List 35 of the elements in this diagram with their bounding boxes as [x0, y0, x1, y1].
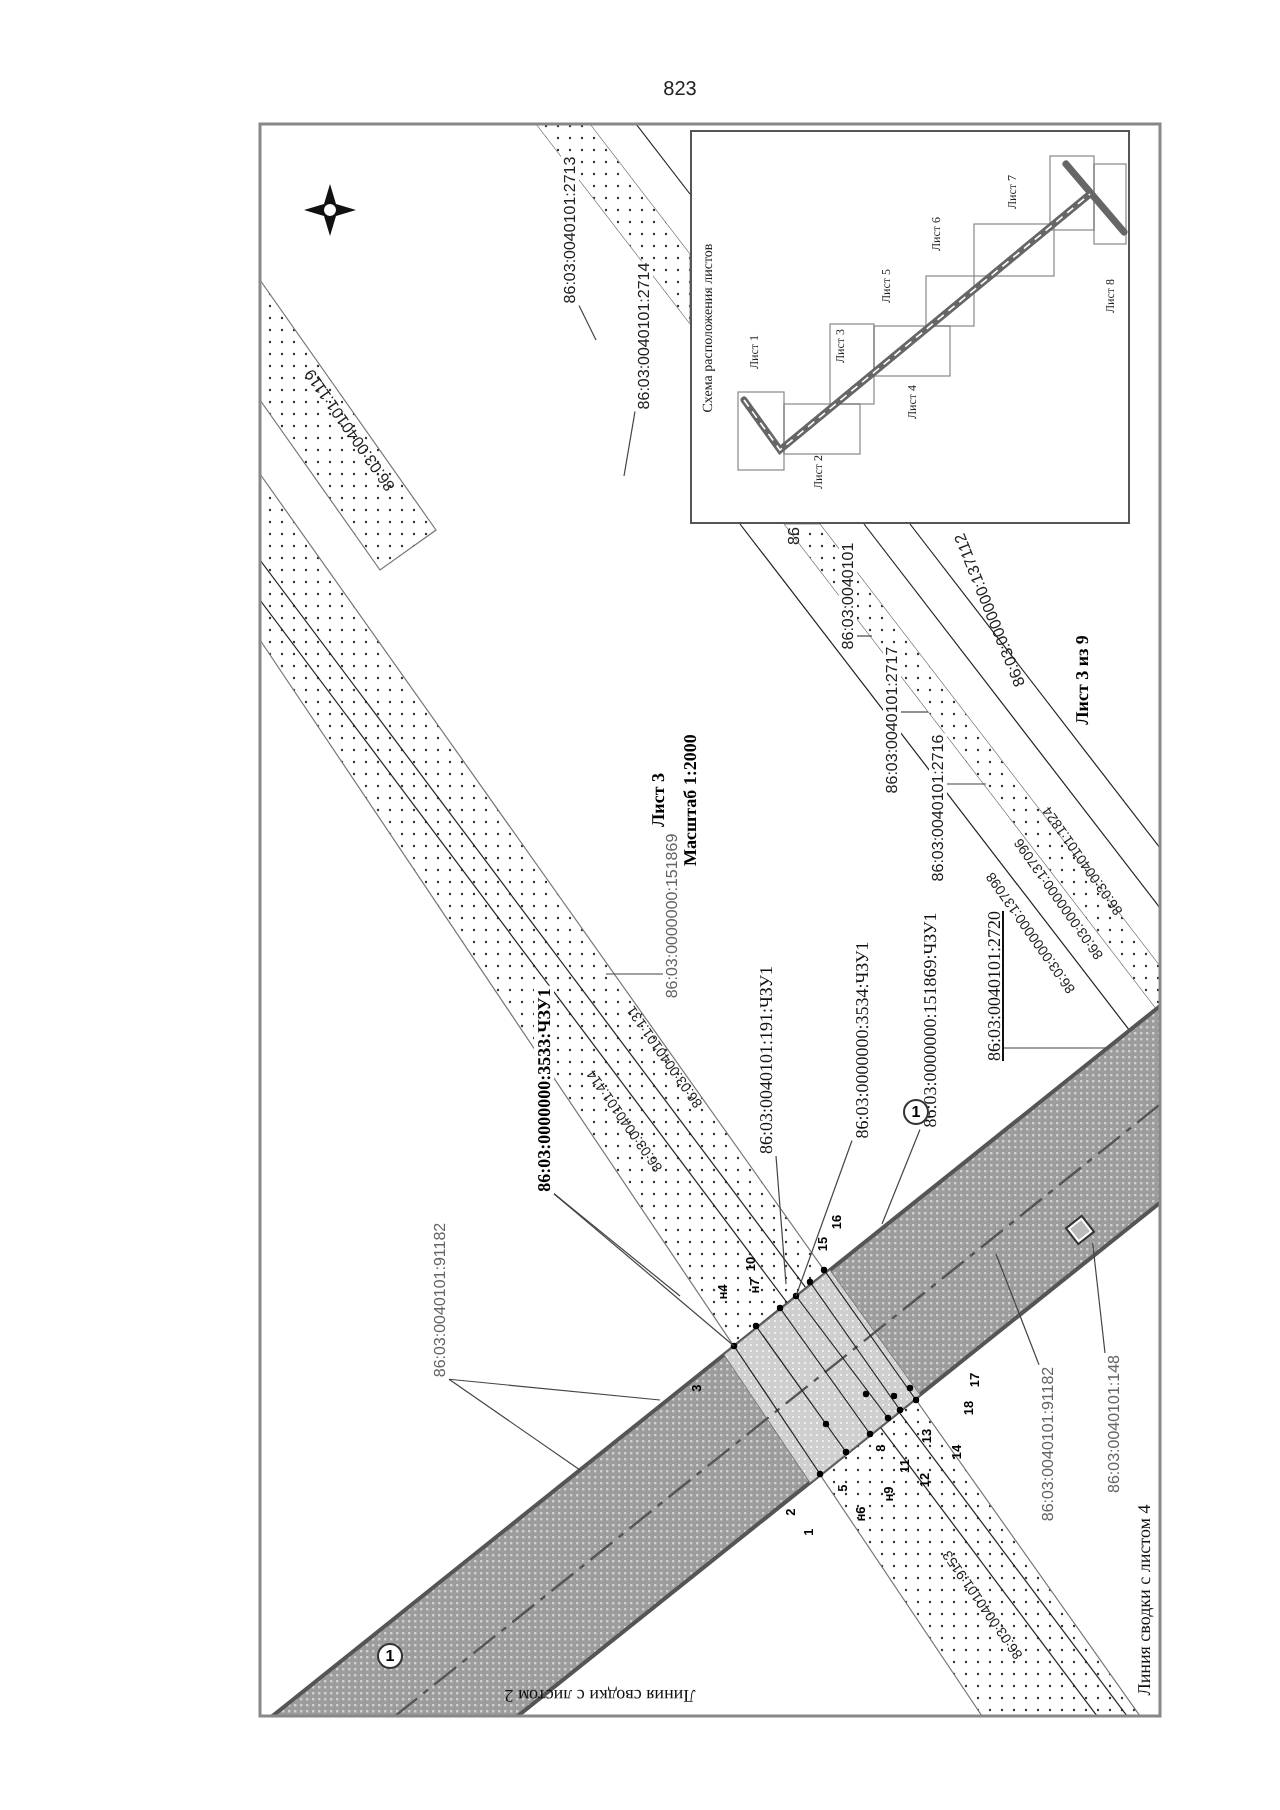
scale-text: Масштаб 1:2000: [680, 734, 700, 866]
parcel-number: 86:03:0000000:3533:ЧЗУ1: [534, 986, 554, 1194]
leader-line: [605, 973, 664, 975]
parcel-number: 86:03:0040101:2714: [635, 260, 653, 412]
leader-line: [578, 304, 597, 341]
leader-line: [995, 1253, 1040, 1366]
leader-line: [900, 711, 929, 713]
leader-line: [775, 1155, 787, 1285]
parcel-number: 86:03:0040101:2717: [883, 644, 901, 796]
leader-line: [553, 1193, 735, 1347]
parcel-number: 86:03:0040101:91182: [431, 1220, 449, 1380]
parcel-number: 86:03:0040101:91182: [1039, 1364, 1057, 1524]
match-line-note: Линия сводки с листом 2: [504, 1686, 696, 1706]
leader-line: [448, 1378, 661, 1401]
leader-line: [1003, 1047, 1107, 1049]
leader-line: [795, 1139, 853, 1297]
leader-line: [623, 410, 636, 477]
parcel-number: 86:03:0000000:151869:ЧЗУ1: [920, 910, 940, 1130]
parcel-number: 86:03:0040101:148: [1105, 1353, 1123, 1495]
match-line-note: Линия сводки с листом 4: [1134, 1504, 1154, 1696]
leader-line: [1092, 1242, 1106, 1354]
leader-line: [856, 635, 873, 637]
leader-line: [448, 1378, 581, 1471]
parcel-number: 86: [785, 527, 803, 545]
leader-line: [946, 783, 987, 785]
page-number: 823: [663, 79, 697, 101]
parcel-number: 86:03:0040101:2713: [561, 154, 579, 306]
sheet-title: Лист 3: [648, 772, 668, 828]
parcel-number: 86:03:0040101:191:ЧЗУ1: [756, 964, 776, 1156]
parcel-number: 86:03:0040101:2716: [929, 732, 947, 884]
parcel-number: 86:03:0000000:151869: [663, 831, 681, 1001]
leader-line: [881, 1128, 921, 1225]
parcel-number: 86:03:0000000:3534:ЧЗУ1: [852, 939, 872, 1141]
leader-line: [553, 1193, 681, 1297]
sheet-count: Лист 3 из 9: [1072, 635, 1092, 725]
